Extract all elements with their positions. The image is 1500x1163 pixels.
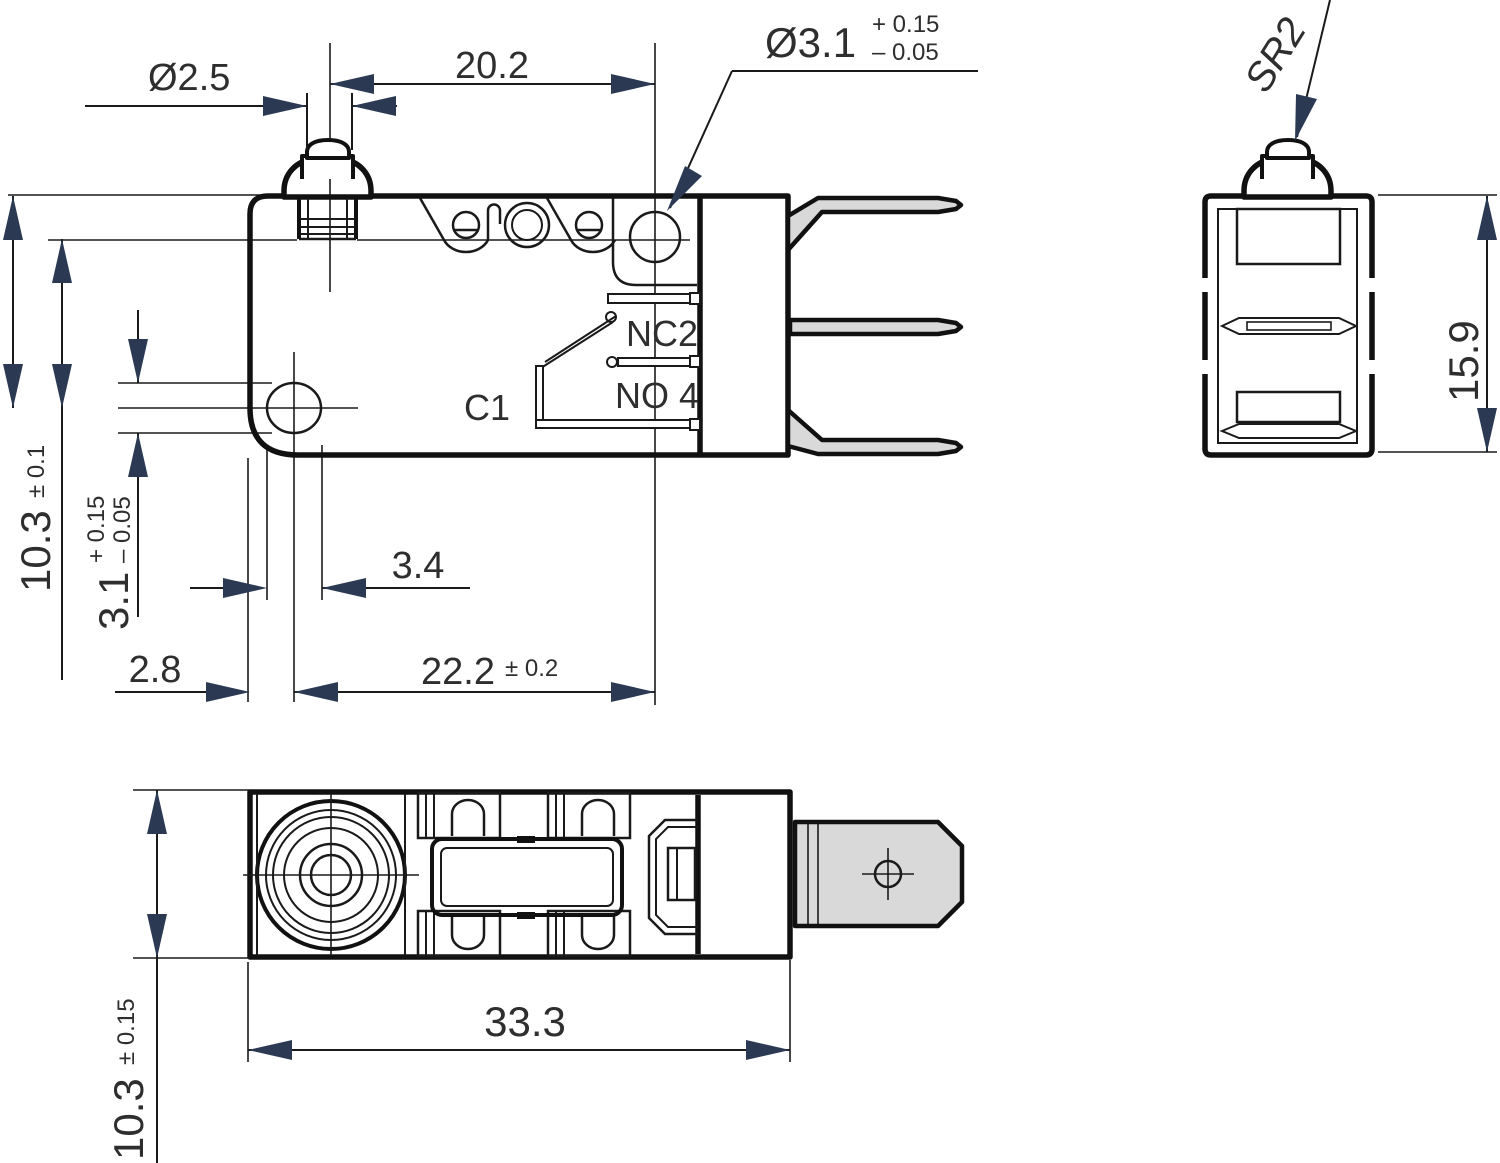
dim-top-hole-dia: Ø3.1 + 0.15 – 0.05 xyxy=(667,11,978,211)
terminal-label-no: NO 4 xyxy=(615,375,699,416)
dim-label: 2.8 xyxy=(129,649,182,691)
screw-head-icon xyxy=(451,210,481,240)
boss-inner xyxy=(511,209,543,241)
center-window xyxy=(430,836,624,919)
pin-top xyxy=(785,195,964,253)
dim-hole-width: 3.4 xyxy=(190,545,470,598)
dim-label: 10.3 xyxy=(12,510,59,592)
dim-label: 3.1 xyxy=(90,572,137,630)
dim-label: 22.2 xyxy=(421,651,495,693)
dim-label: 33.3 xyxy=(484,998,566,1045)
tolerance-label: ± 0.2 xyxy=(505,655,558,682)
front-view: NC2 NO 4 C1 xyxy=(247,138,964,458)
dim-label: SR2 xyxy=(1236,10,1315,99)
tolerance-label: ± 0.15 xyxy=(113,998,140,1065)
tolerance-label: + 0.15 xyxy=(83,496,110,563)
dim-label: Ø2.5 xyxy=(148,57,230,99)
tolerance-label: – 0.05 xyxy=(872,39,939,66)
terminal-pins xyxy=(785,195,964,457)
boss-outer xyxy=(503,201,551,249)
dim-label: 3.4 xyxy=(392,545,445,587)
dim-label: Ø3.1 xyxy=(765,19,856,66)
dim-label: 20.2 xyxy=(455,45,529,87)
dim-label: 15.9 xyxy=(1440,320,1487,402)
dim-plunger-dia: Ø2.5 xyxy=(85,57,397,150)
pin-middle xyxy=(787,317,964,337)
tolerance-label: – 0.05 xyxy=(109,496,136,563)
dim-body-length: 33.3 xyxy=(247,960,791,1062)
terminal-label-nc: NC2 xyxy=(626,313,698,354)
right-chamfer xyxy=(647,818,698,936)
dim-label: 10.3 xyxy=(105,1078,152,1160)
top-mounting-hole xyxy=(628,210,682,264)
datum-lines xyxy=(8,43,690,705)
bottom-view xyxy=(243,789,965,960)
screw-head-icon xyxy=(574,210,604,240)
clip-features xyxy=(416,791,632,958)
terminal-label-common: C1 xyxy=(464,387,510,428)
bottom-mounting-hole xyxy=(265,381,323,435)
plunger-front xyxy=(281,138,374,241)
dim-body-height: 15.9 xyxy=(1378,194,1497,453)
switch-schematic: NC2 NO 4 C1 xyxy=(464,292,701,431)
plunger-side xyxy=(1241,138,1334,200)
dim-body-depth: 10.3 ± 0.15 xyxy=(105,789,250,1163)
pin-bottom xyxy=(785,407,964,457)
quick-connect-tab xyxy=(792,819,965,929)
dim-hole-positions: 2.8 22.2 ± 0.2 xyxy=(115,649,655,702)
front-body-outline xyxy=(247,193,791,458)
side-body-outline xyxy=(1202,193,1375,458)
plunger-bottom-circles xyxy=(243,794,419,955)
side-view xyxy=(1201,138,1376,458)
dim-plunger-to-hole: 20.2 xyxy=(330,45,655,94)
tolerance-label: + 0.15 xyxy=(872,11,939,38)
tolerance-label: ± 0.1 xyxy=(23,445,50,498)
dim-tip-radius: SR2 xyxy=(1236,0,1331,141)
housing-top-contour xyxy=(418,197,697,287)
hole-pocket xyxy=(611,198,697,287)
dim-left-verticals: 10.3 ± 0.1 3.1 + 0.15 – 0.05 xyxy=(3,196,148,680)
